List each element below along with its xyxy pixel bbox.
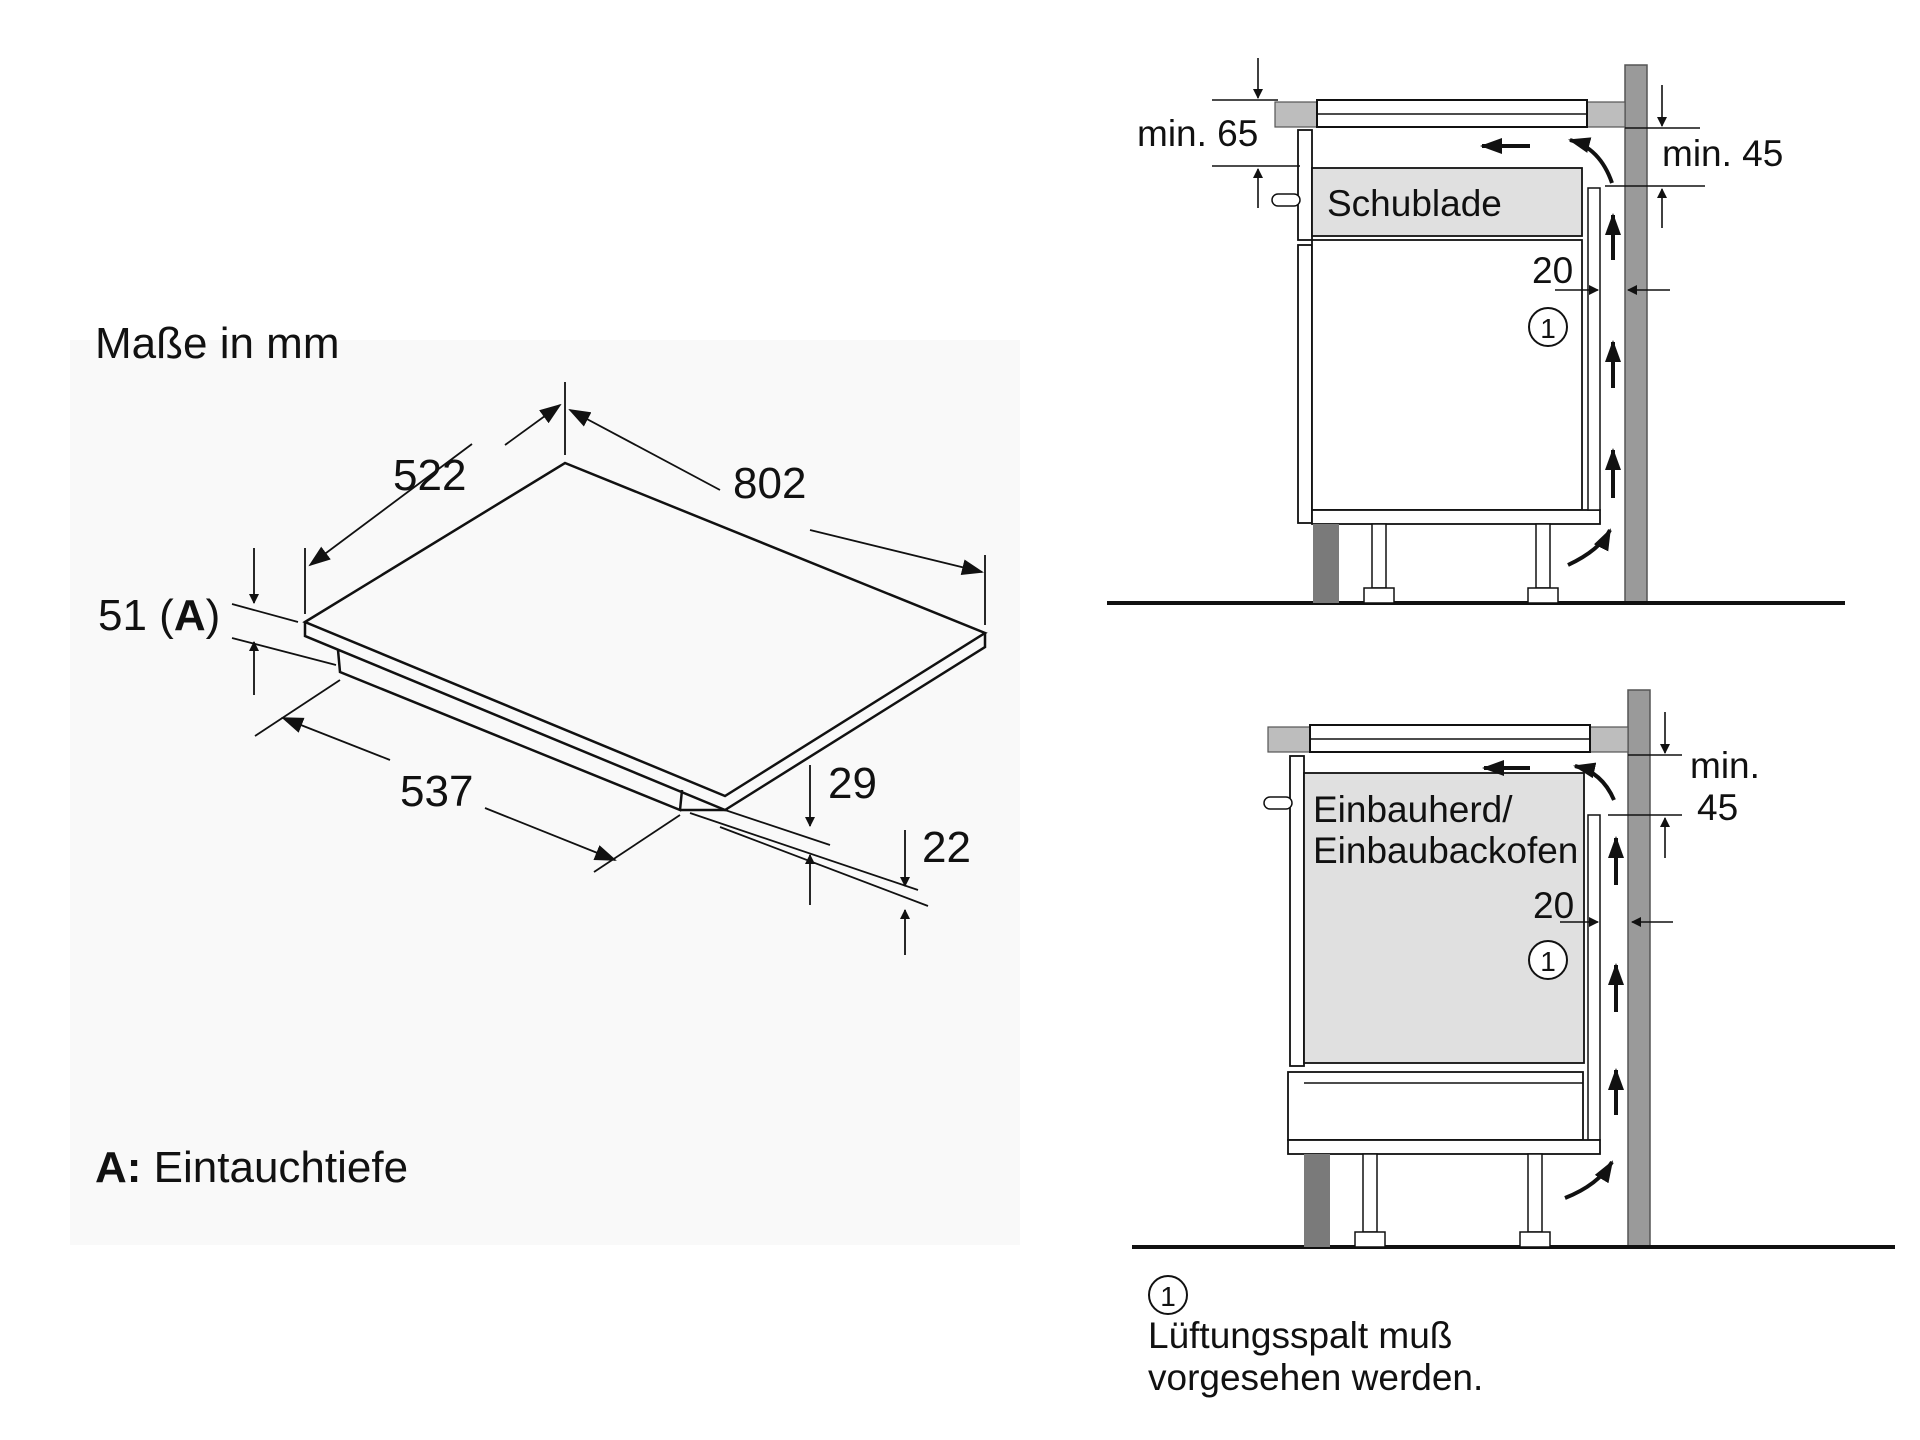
ventilation-marker-number: 1 [1540,313,1556,344]
ventilation-marker-number: 1 [1540,946,1556,977]
oven-knob [1263,796,1293,810]
airflow-arrow-curve-top [1573,762,1616,801]
cabinet-foot [1519,1231,1551,1248]
cabinet-door [1297,244,1313,524]
dim-arrow-537 [281,717,391,761]
footnote-marker [1148,1275,1188,1315]
cabinet-back [1587,814,1601,1141]
dim-label-802: 802 [733,459,806,508]
dim-label-min: min. [1690,745,1760,786]
drawer-installation-diagram: Schublade min. 65 min. 45 20 [1107,58,1845,605]
oven-installation-diagram: Einbauherd/ Einbaubackofen min. 45 20 1 [1132,689,1895,1249]
worktop-back [1586,101,1626,128]
dim-arrow-522 [504,403,562,446]
ext-line [724,809,831,846]
dim-label-min65: min. 65 [1137,113,1258,154]
footnote: 1 Lüftungsspalt muß vorgesehen werden. [1148,1275,1483,1398]
dim-arrow-802 [568,409,721,491]
dim-label-45: 45 [1697,787,1738,828]
ventilation-marker [1528,940,1568,980]
cabinet-foot [1354,1231,1386,1248]
plinth [1313,524,1339,603]
cabinet-leg [1371,523,1387,589]
hob-dimension-panel: Maße in mm 522 802 51 (A) 537 [70,319,1020,1245]
cabinet-leg [1535,523,1551,589]
dim-label-29: 29 [828,759,877,808]
dim-label-537: 537 [400,767,473,816]
ext-line [719,826,929,907]
oven-box [1303,772,1585,1064]
airflow-arrow-curve-in [1567,528,1612,567]
worktop-front [1274,101,1318,128]
cabinet-back [1587,187,1601,511]
dim-label-gap: 20 [1532,250,1573,291]
worktop-front [1267,726,1311,753]
dim-label-min45: min. 45 [1662,133,1783,174]
cabinet-leg [1362,1153,1378,1233]
wall [1627,689,1651,1248]
oven-label-line2: Einbaubackofen [1313,830,1578,871]
ext-line [593,814,681,873]
dim-label-gap: 20 [1533,885,1574,926]
drawer-box [1311,167,1583,237]
ext-line [689,812,919,891]
legend-eintauchtiefe: A: Eintauchtiefe [95,1143,408,1192]
cabinet-foot [1527,587,1559,604]
panel-background [70,340,1020,1245]
lower-drawer [1287,1071,1584,1141]
hob-body [336,649,684,812]
footnote-line1: Lüftungsspalt muß [1148,1315,1452,1356]
ext-line [231,603,299,623]
airflow-arrow-curve-in [1564,1160,1614,1200]
worktop-back [1589,726,1629,753]
ventilation-marker [1528,307,1568,347]
drawer-front-panel [1297,129,1313,241]
plinth [1304,1154,1330,1247]
drawer-knob [1271,193,1301,207]
cabinet-body [1311,239,1583,511]
dim-arrow-537 [484,807,617,861]
cabinet-base [1287,1139,1601,1155]
dim-label-51: 51 (A) [98,591,220,640]
wall [1624,64,1648,604]
dim-arrow-522 [308,443,473,567]
dim-arrow-802 [809,529,984,576]
cabinet-foot [1363,587,1395,604]
cabinet-leg [1527,1153,1543,1233]
dim-label-22: 22 [922,823,971,872]
footnote-marker-number: 1 [1160,1281,1176,1312]
footnote-line2: vorgesehen werden. [1148,1357,1483,1398]
oven-label-line1: Einbauherd/ [1313,789,1513,830]
units-heading: Maße in mm [95,319,339,368]
drawer-label: Schublade [1327,183,1502,224]
ext-line [254,679,341,737]
airflow-arrow-curve-top [1568,137,1614,184]
cabinet-base [1311,509,1601,525]
dim-label-522: 522 [393,451,466,500]
